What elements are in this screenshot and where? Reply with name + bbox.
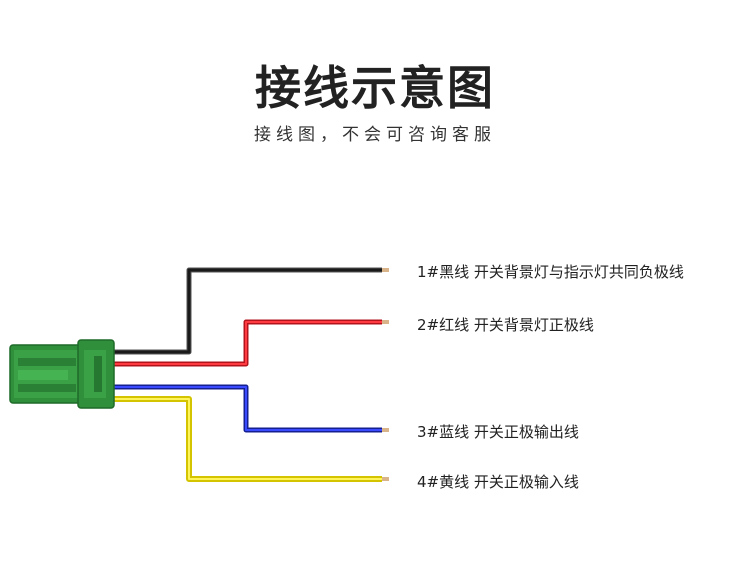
wire-label-red: 2#红线 开关背景灯正极线 [417,316,594,334]
wire-label-yellow: 4#黄线 开关正极输入线 [417,473,579,491]
page-subtitle: 接线图，不会可咨询客服 [254,125,496,145]
wire-label-blue: 3#蓝线 开关正极输出线 [417,423,579,441]
wire-blue [112,384,389,433]
wire-red [112,319,389,367]
wire-tip-black [382,268,389,272]
connector-housing [9,339,115,409]
wire-tip-red [382,320,389,324]
wire-yellow [112,396,389,482]
wire-tip-blue [382,428,389,432]
page-title: 接线示意图 [255,61,495,115]
wire-tip-yellow [382,477,389,481]
wire-label-black: 1#黑线 开关背景灯与指示灯共同负极线 [417,263,684,281]
wire-black [112,267,389,355]
